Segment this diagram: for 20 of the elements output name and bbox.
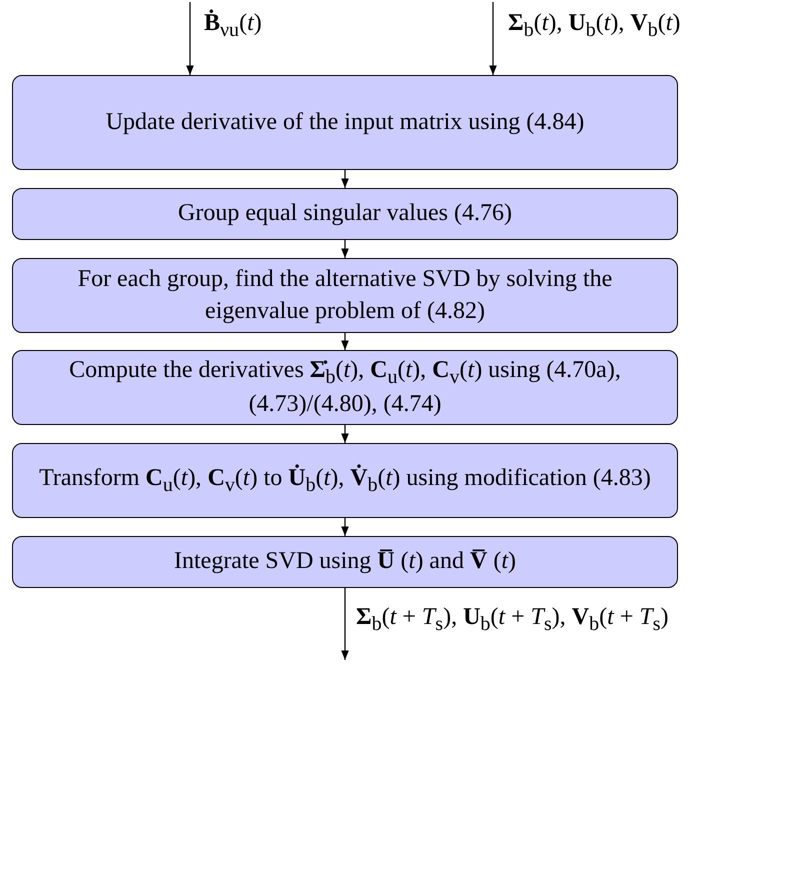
- process-box: [12, 188, 678, 240]
- step-text: Group equal singular values (4.76): [178, 199, 512, 228]
- process-box: [12, 75, 678, 170]
- process-box: [12, 350, 678, 425]
- process-box: [12, 258, 678, 333]
- process-box: [12, 536, 678, 588]
- arrow: [341, 425, 349, 443]
- process-box: [12, 443, 678, 518]
- arrow: [341, 240, 349, 258]
- arrow: [341, 170, 349, 188]
- step-text: Integrate SVD using U̅ (t) and V̅ (t): [174, 547, 516, 576]
- arrow: [186, 2, 194, 75]
- arrow: [341, 518, 349, 536]
- step-text: Transform C$_{u}$(t), C$_{v}$(t) to U̇$_{b}$(t), V̇$_{b}$(t) using modification (4.83): [39, 463, 651, 498]
- arrow: [341, 333, 349, 350]
- step-text: For each group, find the alternative SVD by solving the eigenvalue problem of (4.82): [76, 265, 614, 326]
- arrow: [341, 588, 349, 660]
- step-text: Update derivative of the input matrix using (4.84): [106, 108, 584, 137]
- arrow: [489, 2, 497, 75]
- step-text: Compute the derivatives Σ̇$_{b}$(t), C$_{u}$(t), C$_{v}$(t) using (4.70a), (4.73)/(4.80), (4.74): [68, 356, 622, 420]
